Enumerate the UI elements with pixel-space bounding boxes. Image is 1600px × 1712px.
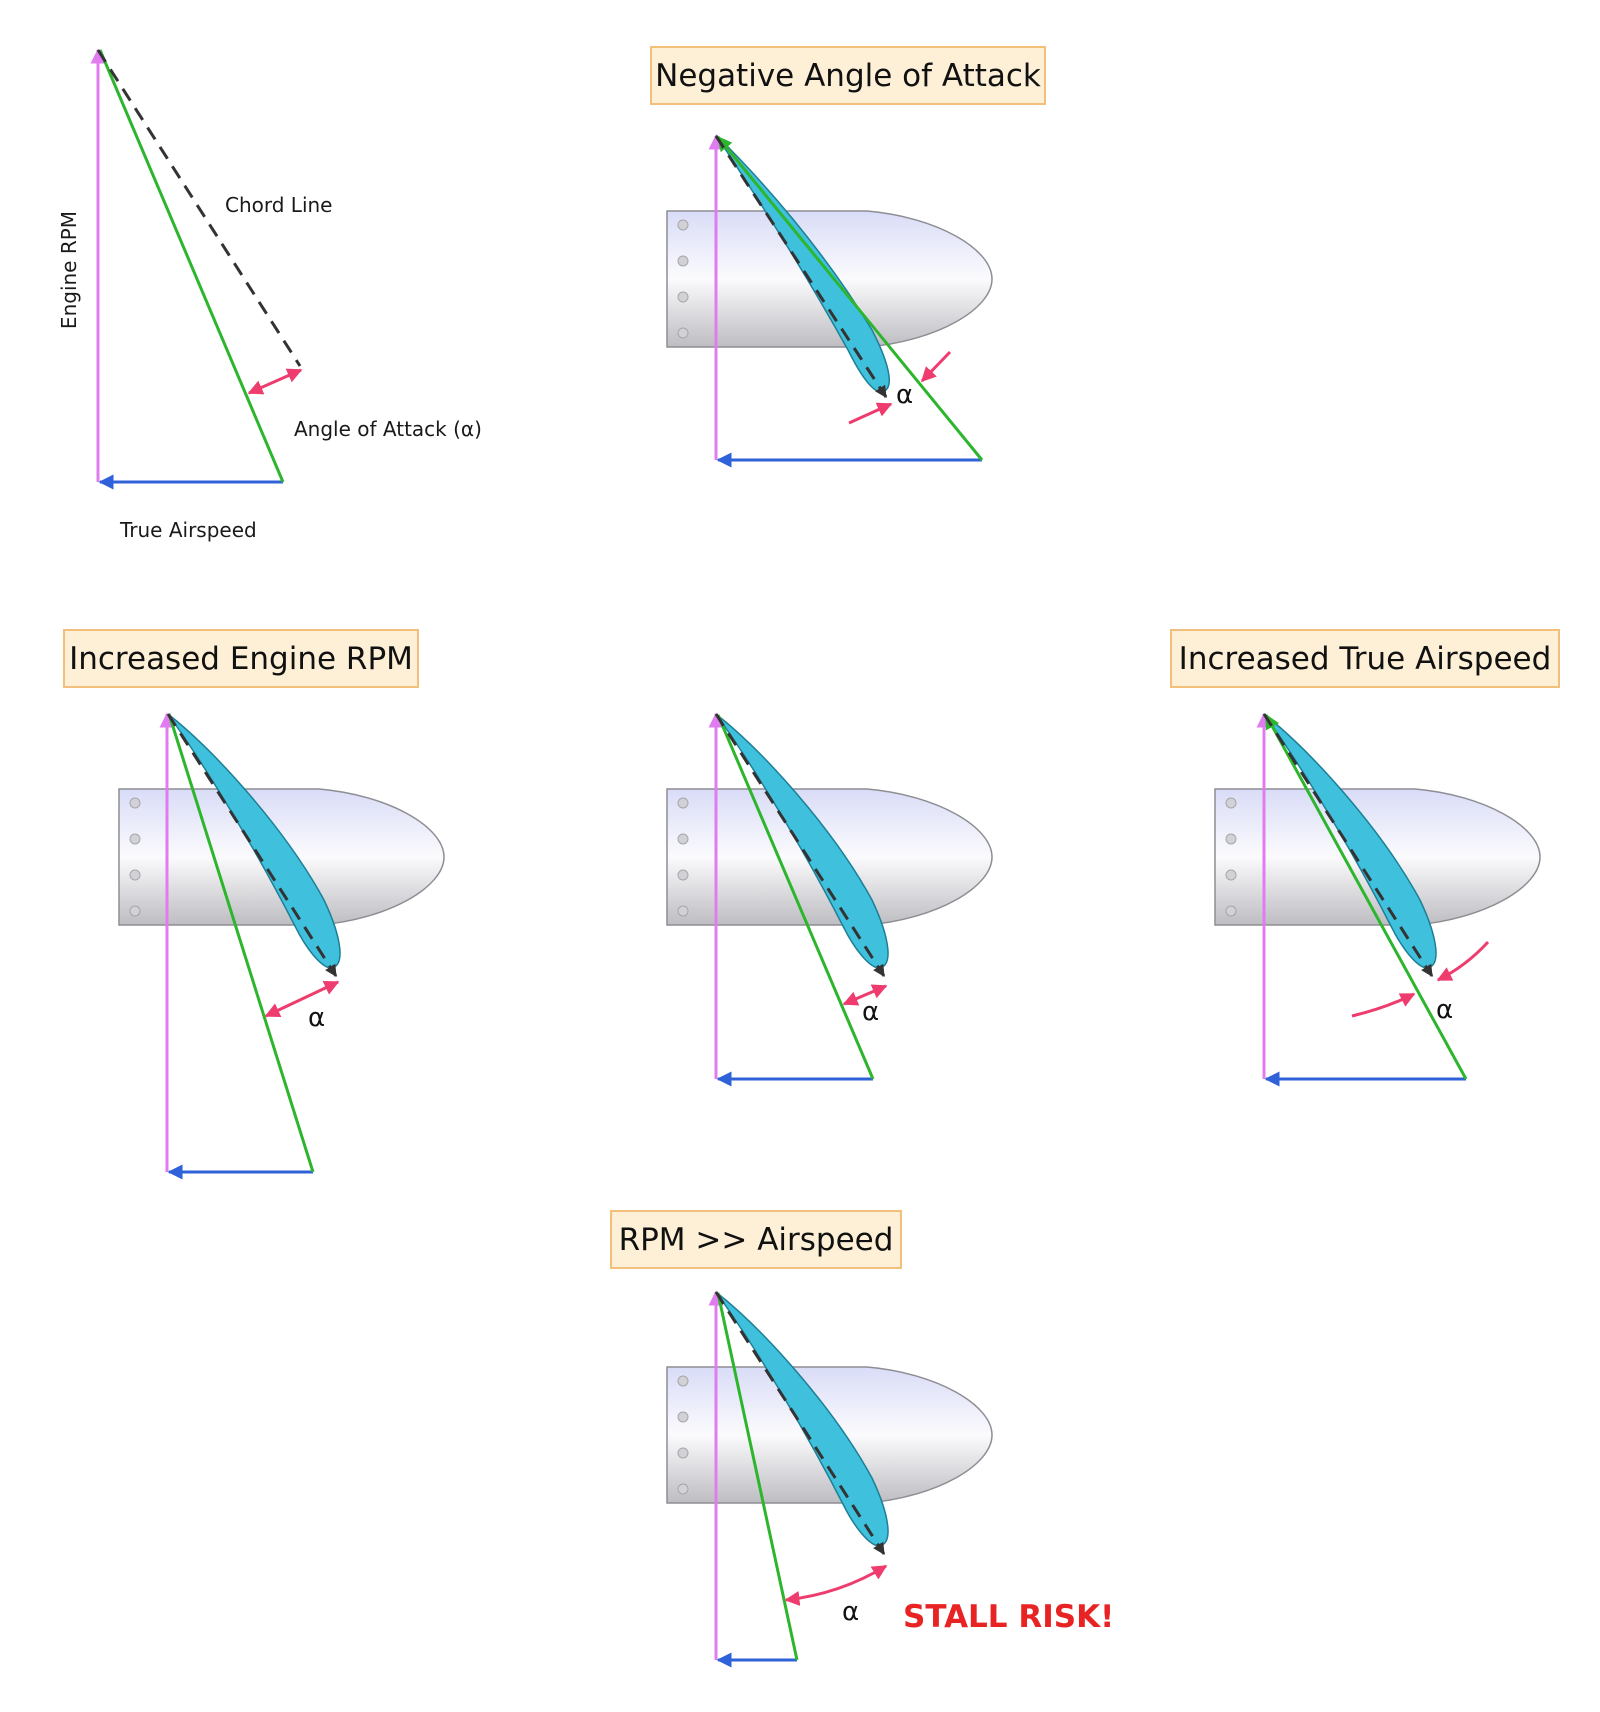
relative-wind-vector [716,1292,799,1661]
panel-title: Increased Engine RPM [69,641,413,677]
engine-rpm-label: Engine RPM [57,211,81,329]
panel-title: RPM >> Airspeed [619,1222,894,1258]
chord-line [166,713,338,978]
aoa-arrow [784,1564,888,1606]
alpha-label: α [896,380,913,410]
chord-line [1262,713,1434,978]
panel-title-box [1170,629,1560,688]
chord-line [96,49,302,367]
panel-increased-rpm: Increased Engine RPM α [63,629,445,1180]
panel-title: Increased True Airspeed [1179,641,1552,677]
panel-negative-aoa: Negative Angle of Attack α [650,46,1046,468]
aoa-arrow-upper [920,350,952,383]
legend-diagram: Engine RPM Chord Line Angle of Attack (α… [57,48,482,542]
relative-wind-vector [1264,713,1468,1080]
alpha-label: α [308,1003,325,1033]
alpha-label: α [842,1597,859,1627]
aoa-arrow [842,984,888,1006]
relative-wind-vector [167,713,315,1173]
relative-wind-vector [98,49,285,483]
relative-wind-vector [716,714,875,1080]
panel-title-box [63,629,419,688]
aoa-arrow [247,368,303,395]
aoa-arrow-lower [1351,992,1416,1018]
chord-line-label: Chord Line [225,193,332,217]
angle-of-attack-label: Angle of Attack (α) [294,417,482,441]
true-airspeed-label: True Airspeed [119,518,257,542]
aoa-arrow-upper [1436,940,1490,982]
alpha-label: α [1436,995,1453,1025]
stall-risk-warning: STALL RISK! [903,1599,1114,1635]
panel-title-box [650,46,1046,105]
relative-wind-vector [716,135,984,461]
alpha-label: α [862,997,879,1027]
chord-line [714,135,888,399]
panel-title: Negative Angle of Attack [655,58,1041,94]
chord-line [714,1291,886,1556]
panel-increased-tas: Increased True Airspeed α [1170,629,1560,1087]
aoa-arrow-lower [848,402,893,425]
panel-title-box [610,1210,902,1269]
aoa-arrow [264,980,340,1018]
chord-line [714,713,886,978]
panel-rpm-over-airspeed: RPM >> Airspeed α STALL RISK! [610,1210,1114,1668]
panel-baseline: α [666,712,993,1087]
